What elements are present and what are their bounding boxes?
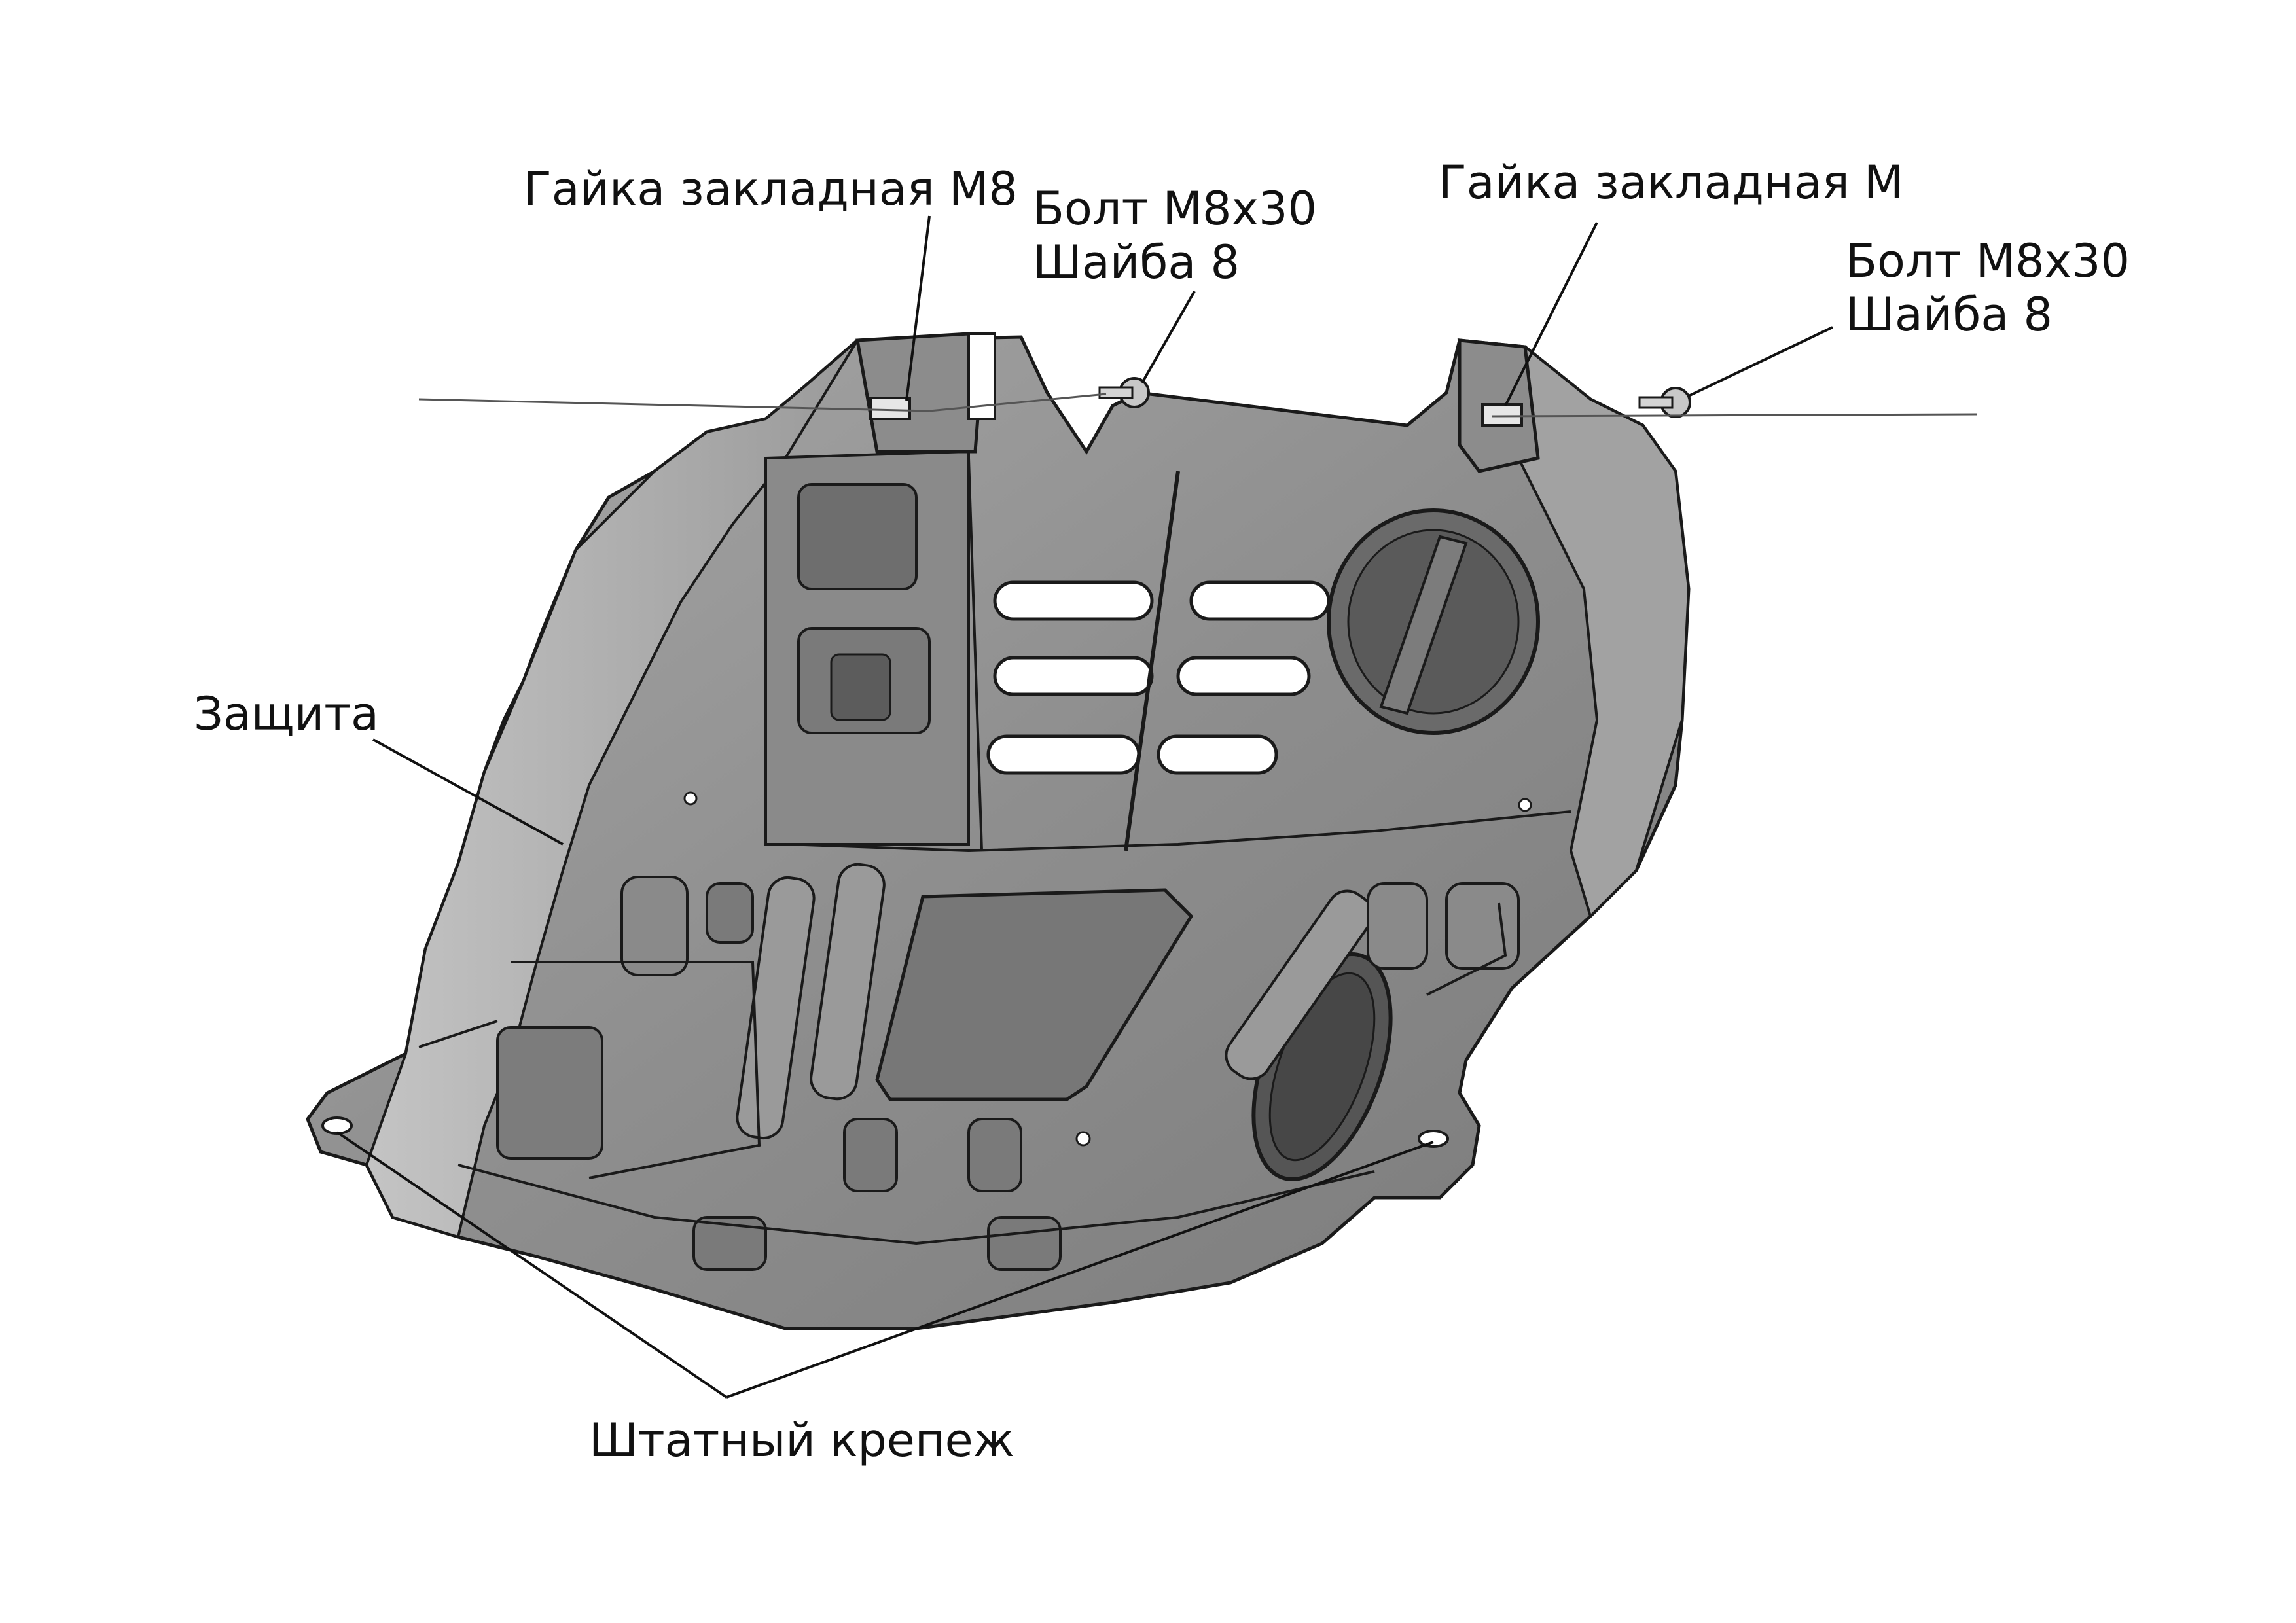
top-bracket-left: [855, 332, 984, 454]
rib-slot: [1445, 882, 1520, 970]
leader-gaika-left: [905, 215, 931, 401]
label-gaika-zakladnaya-m: Гайка закладная М: [1439, 156, 1904, 209]
skid-plate-right-wall: [1457, 338, 1691, 919]
rib-slot: [1367, 882, 1428, 970]
label-shtatny-krepezh: Штатный крепеж: [589, 1414, 1014, 1467]
oil-drain-slot: [1379, 535, 1468, 715]
vent-slots: [986, 580, 1331, 775]
bolt-left: [1098, 377, 1150, 408]
top-bracket-notch: [967, 332, 996, 420]
vent-slot: [993, 580, 1154, 621]
axis-line-left-2: [929, 393, 1107, 412]
vent-slot: [1189, 580, 1331, 621]
rib-slot: [620, 876, 689, 976]
vent-slot: [986, 734, 1141, 775]
rib-slot: [967, 1118, 1022, 1192]
mount-hole: [683, 791, 698, 806]
vent-slot: [1176, 656, 1311, 696]
label-zashchita: Защита: [194, 687, 379, 741]
vent-slot: [1157, 734, 1278, 775]
mount-hole: [321, 1116, 353, 1135]
center-rib: [1124, 471, 1180, 851]
label-bolt-left-line2: Шайба 8: [1033, 236, 1240, 289]
label-bolt-right-line1: Болт М8х30: [1846, 234, 2130, 288]
upper-pocket-2-inner: [830, 653, 891, 721]
leader-lines: [336, 215, 1833, 1399]
leader-shtatny-right: [726, 1141, 1434, 1399]
embedded-nut-right: [1481, 403, 1523, 427]
axis-line-left: [418, 398, 930, 412]
leader-bolt-left: [1141, 291, 1196, 383]
rib-slot: [843, 1118, 898, 1192]
rib-slot: [496, 1026, 603, 1160]
skid-plate-left-wall: [365, 339, 859, 1239]
lower-access-panel: [875, 888, 1194, 1101]
mount-hole: [1075, 1131, 1091, 1147]
rib-slot: [810, 863, 886, 1101]
label-bolt-right-line2: Шайба 8: [1846, 288, 2053, 342]
leader-shtatny-left: [336, 1131, 728, 1399]
leader-gaika-right: [1504, 222, 1598, 406]
label-bolt-left-line1: Болт М8х30: [1033, 182, 1318, 236]
upper-pocket-1: [797, 483, 918, 590]
bolt-right: [1638, 387, 1691, 418]
leader-bolt-right: [1688, 326, 1833, 397]
oval-hatch-inner: [1268, 972, 1376, 1162]
mount-hole: [1418, 1130, 1449, 1148]
rib-slot: [692, 1216, 767, 1271]
center-rib: [967, 457, 983, 851]
vent-slot: [993, 656, 1154, 696]
panel-edges: [418, 810, 1571, 1245]
mount-hole: [1518, 798, 1532, 812]
rib-slot: [1225, 889, 1374, 1080]
axis-line-right: [1492, 413, 1977, 418]
leader-zashchita: [372, 738, 564, 846]
embedded-nut-left: [869, 397, 911, 420]
rib-slot: [706, 882, 754, 944]
label-gaika-zakladnaya-m8: Гайка закладная М8: [524, 162, 1018, 216]
rib-slot: [987, 1216, 1062, 1271]
